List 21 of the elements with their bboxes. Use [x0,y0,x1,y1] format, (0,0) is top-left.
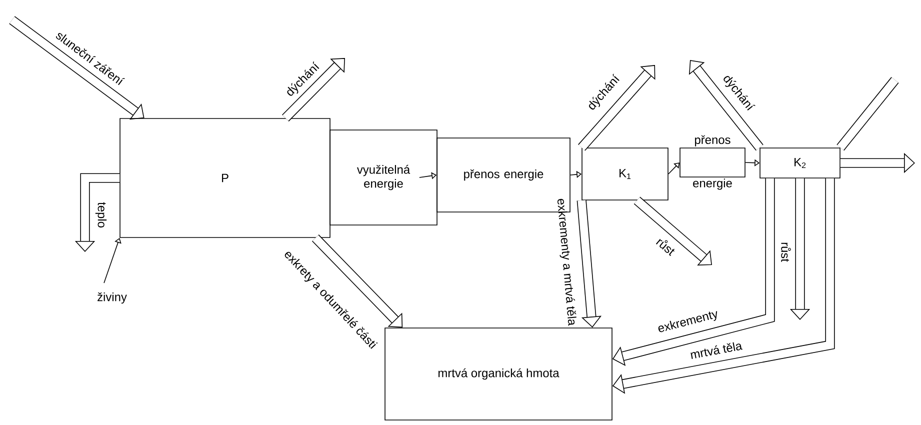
compartment-box: K$_{1}$ [582,148,668,200]
compartment-box: využitelná energie [330,130,438,226]
arrow [282,58,345,122]
compartment-box: P [120,118,330,238]
arrow [668,162,680,174]
arrow [9,16,144,120]
arrow [312,234,403,328]
compartment-box: K$_{2}$ [760,148,840,178]
edge-label: růst [781,242,791,262]
edge-label: růst [656,238,675,256]
arrow [688,60,764,151]
node-label: přenos [694,135,730,146]
storage-box: mrtvá organická hmota [384,328,612,420]
arrow [634,196,712,266]
node-label: energie [693,178,732,190]
edge-label: exkrementy a mrtvá těla [557,198,576,326]
transfer-box: přenos energie [680,135,746,190]
edge-label: teplo [95,202,107,228]
arrow [578,65,656,151]
edge-label: živiny [98,292,127,304]
edge-label: mrtvá těla [690,342,743,359]
